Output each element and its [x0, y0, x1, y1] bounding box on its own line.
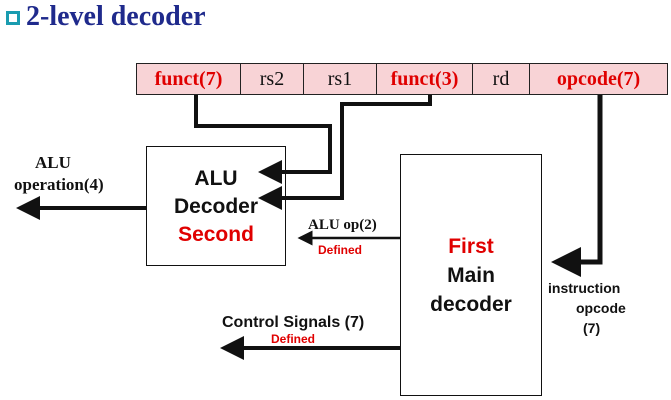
field-funct3: funct(3) — [376, 63, 473, 95]
alu-decoder-line3: Second — [178, 223, 254, 246]
main-decoder-line1: First — [448, 235, 494, 258]
field-rs1: rs1 — [303, 63, 377, 95]
alu-op-label: ALU op(2) — [308, 217, 377, 233]
instr-opcode-label-3: (7) — [583, 320, 601, 336]
title-text: 2-level decoder — [26, 1, 206, 32]
instr-opcode-label-2: opcode — [576, 300, 626, 316]
funct3-wire — [258, 95, 432, 210]
field-rs2: rs2 — [240, 63, 304, 95]
square-bullet-icon — [6, 11, 20, 25]
alu-decoder-line2: Decoder — [173, 195, 259, 218]
field-funct7: funct(7) — [136, 63, 241, 95]
main-decoder-box: First Main decoder — [400, 154, 542, 396]
alu-op-note: Defined — [318, 243, 363, 257]
field-opcode: opcode(7) — [529, 63, 668, 95]
alu-operation-label-2: operation(4) — [14, 175, 104, 194]
control-signals-note: Defined — [271, 332, 316, 346]
main-decoder-line3: decoder — [430, 293, 512, 316]
funct7-wire — [194, 95, 332, 184]
main-decoder-line2: Main — [447, 264, 495, 287]
instr-opcode-label-1: instruction — [548, 280, 621, 296]
alu-operation-label-1: ALU — [35, 153, 71, 172]
slide-title: 2-level decoder — [6, 2, 206, 32]
opcode-wire — [551, 95, 603, 277]
control-signals-label: Control Signals (7) — [222, 314, 365, 331]
alu-decoder-line1: ALU — [194, 167, 238, 190]
